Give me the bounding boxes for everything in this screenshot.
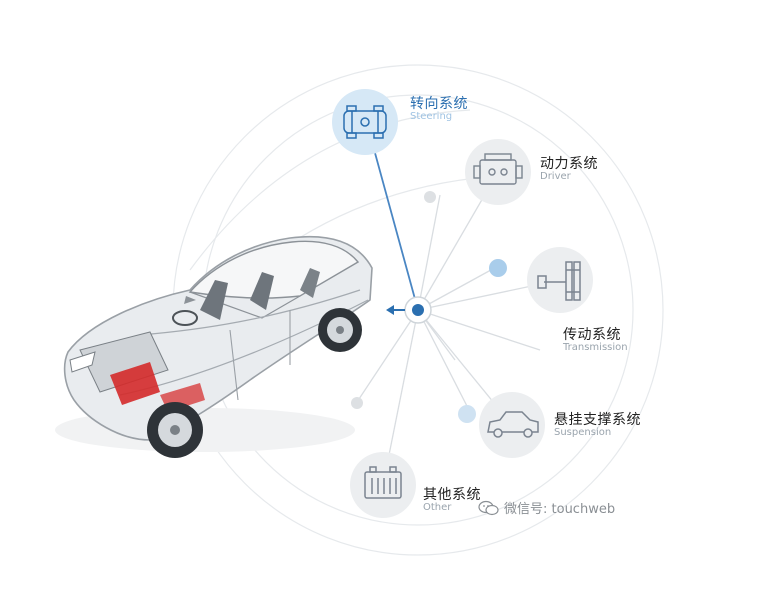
car-side-icon — [487, 411, 539, 438]
steering-label-en: Steering — [410, 110, 453, 122]
suspension-label-cn: 悬挂支撑系统 — [554, 412, 641, 428]
steering-label-cn: 转向系统 — [410, 96, 468, 112]
label-transmission: 传动系统 Transmission — [563, 328, 628, 353]
label-suspension: 悬挂支撑系统 Suspension — [554, 413, 641, 438]
hub — [386, 296, 432, 324]
transmission-label-cn: 传动系统 — [563, 327, 621, 343]
dot-grey-1 — [424, 191, 436, 203]
label-steering: 转向系统 Steering — [410, 97, 468, 122]
node-suspension[interactable] — [479, 392, 545, 458]
node-other[interactable] — [350, 452, 416, 518]
watermark-text: 微信号: touchweb — [504, 502, 616, 517]
transmission-label-en: Transmission — [563, 341, 628, 353]
other-label-en: Other — [423, 501, 452, 513]
node-driver[interactable] — [465, 139, 531, 205]
gear-shaft-icon — [537, 261, 581, 301]
steering-connector — [371, 141, 419, 311]
label-driver: 动力系统 Driver — [540, 157, 598, 182]
other-label-cn: 其他系统 — [423, 487, 481, 503]
driver-label-en: Driver — [540, 170, 571, 182]
wechat-icon — [478, 500, 499, 515]
engine-red-part — [110, 362, 160, 405]
engine-icon — [473, 153, 523, 185]
driver-label-cn: 动力系统 — [540, 156, 598, 172]
suspension-label-en: Suspension — [554, 426, 612, 438]
node-transmission[interactable] — [527, 247, 593, 313]
steering-chassis-icon — [343, 105, 387, 139]
dot-blue-1 — [489, 259, 507, 277]
watermark: 微信号: touchweb — [478, 498, 615, 517]
node-steering[interactable] — [332, 89, 398, 155]
car-illustration — [55, 235, 373, 458]
dot-blue-2 — [458, 405, 476, 423]
label-other: 其他系统 Other — [423, 488, 481, 513]
dot-grey-2 — [351, 397, 363, 409]
battery-rack-icon — [364, 466, 402, 499]
